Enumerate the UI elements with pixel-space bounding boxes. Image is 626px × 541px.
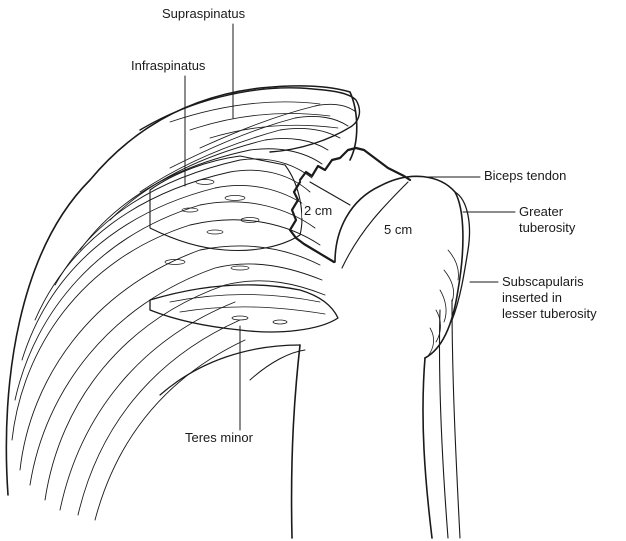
label-teres-minor: Teres minor (185, 430, 253, 446)
humeral-head (335, 176, 463, 358)
measure-2cm-label: 2 cm (302, 203, 334, 218)
biceps-groove-2 (452, 300, 460, 538)
shoulder-outline (6, 86, 356, 495)
humerus-shaft-right (423, 358, 432, 538)
supraspinatus-muscle (140, 88, 359, 152)
measure-5cm-text: 5 cm (384, 222, 412, 237)
label-greater-line-2: tuberosity (519, 220, 575, 236)
label-greater-line-1: Greater (519, 204, 575, 220)
label-greater-tuberosity: Greater tuberosity (519, 204, 575, 236)
infraspinatus-muscle (150, 156, 302, 250)
teres-minor-fibers (170, 295, 325, 325)
measure-2cm-text: 2 cm (304, 203, 332, 218)
label-subscapularis-line-2: inserted in (502, 290, 597, 306)
label-infraspinatus-text: Infraspinatus (131, 58, 205, 73)
label-subscapularis-line-1: Subscapularis (502, 274, 597, 290)
tear-margin (300, 148, 410, 180)
humerus-shaft-left (292, 345, 300, 538)
leader-lines (185, 24, 515, 430)
latissimus-edge (160, 345, 300, 395)
measure-5cm-label: 5 cm (382, 222, 414, 237)
label-supraspinatus: Supraspinatus (162, 6, 245, 22)
label-supraspinatus-text: Supraspinatus (162, 6, 245, 21)
label-biceps-tendon-text: Biceps tendon (484, 168, 566, 183)
label-subscapularis: Subscapularis inserted in lesser tuberos… (502, 274, 597, 322)
label-biceps-tendon: Biceps tendon (484, 168, 566, 184)
teres-minor-muscle (150, 285, 338, 332)
measure-line-2cm (310, 182, 350, 205)
tear-margin-lower (290, 182, 334, 262)
infraspinatus-texture (165, 180, 259, 271)
label-subscapularis-line-3: lesser tuberosity (502, 306, 597, 322)
muscle-fibers (12, 104, 356, 520)
label-infraspinatus: Infraspinatus (131, 58, 205, 74)
label-teres-minor-text: Teres minor (185, 430, 253, 445)
supraspinatus-fibers (170, 102, 338, 138)
